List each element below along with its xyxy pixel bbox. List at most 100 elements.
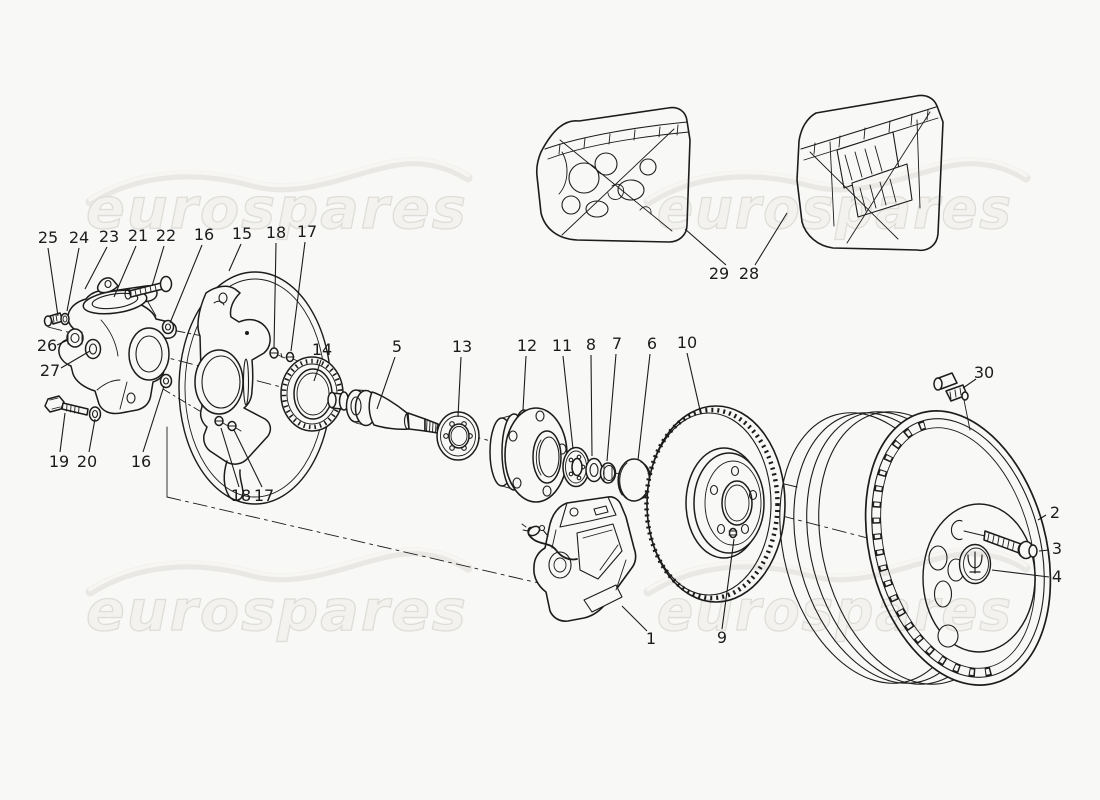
part-label-6-23: 6 (647, 334, 657, 353)
part-label-9-32: 9 (717, 628, 727, 647)
part-label-18-14: 18 (231, 486, 251, 505)
part-label-29-25: 29 (709, 264, 729, 283)
watermark-text: eurospares (86, 579, 468, 644)
leader-line-13-18 (457, 356, 462, 418)
leader-line-28-26 (754, 212, 788, 266)
part-label-30-27: 30 (974, 363, 994, 382)
wheel-bolt-drawing (963, 530, 1038, 560)
leader-line-2-28 (1037, 514, 1047, 521)
shield-screws-drawing (214, 347, 301, 432)
leader-line-15-6 (228, 243, 242, 272)
part-label-15-6: 15 (232, 224, 252, 243)
leader-line-17-15 (233, 429, 263, 488)
car-silhouette-swoosh (85, 547, 473, 597)
leader-line-29-25 (684, 228, 727, 266)
part-label-25-0: 25 (38, 228, 58, 247)
part-label-5-17: 5 (392, 337, 402, 356)
leader-line-22-4 (151, 245, 165, 287)
parts-bag-29-drawing (535, 106, 691, 243)
watermark-top-left: eurospares (85, 157, 473, 243)
part-label-4-30: 4 (1052, 567, 1062, 586)
part-label-19-11: 19 (49, 452, 69, 471)
washer-20-drawing (88, 406, 102, 422)
grease-cap-drawing (617, 458, 652, 502)
part-label-11-20: 11 (552, 336, 572, 355)
watermark-text: eurospares (657, 579, 1013, 644)
pad-wear-sensor-wire (521, 523, 578, 561)
part-label-24-1: 24 (69, 228, 89, 247)
part-label-20-12: 20 (77, 452, 97, 471)
bolt-19-drawing (44, 395, 89, 416)
stub-axle-drawing (327, 389, 444, 435)
leader-line-17-8 (290, 241, 306, 352)
part-label-16-13: 16 (131, 452, 151, 471)
leader-line-8-21 (590, 354, 593, 457)
brake-disc-drawing (644, 405, 786, 603)
wheel-stud-9-drawing (728, 527, 738, 539)
part-label-13-18: 13 (452, 337, 472, 356)
part-label-2-28: 2 (1050, 503, 1060, 522)
hub-drawing (489, 407, 568, 503)
tyre-valve-drawing (933, 372, 971, 431)
dust-shield-drawing (178, 271, 332, 505)
leader-line-19-11 (59, 412, 66, 453)
washer-16-upper-drawing (161, 319, 175, 335)
part-label-10-24: 10 (677, 333, 697, 352)
fitting-25-24-drawing (43, 312, 70, 327)
bearing-13-drawing (436, 411, 480, 461)
part-label-7-22: 7 (612, 334, 622, 353)
leader-line-3-29 (1038, 549, 1050, 552)
part-label-8-21: 8 (586, 335, 596, 354)
nut-7-drawing (599, 462, 617, 484)
leader-line-12-19 (522, 355, 527, 411)
leader-line-23-2 (84, 246, 108, 290)
leader-line-9-32 (721, 538, 735, 630)
leader-line-11-20 (562, 355, 574, 450)
part-label-28-26: 28 (739, 264, 759, 283)
watermarks: eurospares eurospares eurospares eurospa… (85, 157, 1031, 645)
leader-line-6-23 (637, 353, 651, 461)
watermark-text: eurospares (657, 177, 1013, 242)
part-label-17-8: 17 (297, 222, 317, 241)
leader-line-26-9 (56, 339, 69, 346)
watermark-bottom-left: eurospares (85, 547, 473, 645)
part-label-27-10: 27 (40, 361, 60, 380)
leader-line-27-10 (60, 350, 91, 369)
brake-caliper-drawing (521, 496, 637, 622)
car-silhouette-swoosh (85, 157, 473, 207)
watermark-bottom-right: eurospares (643, 547, 1031, 645)
steering-knuckle-drawing (43, 275, 177, 422)
washer-16-lower-drawing (159, 373, 173, 389)
part-label-22-4: 22 (156, 226, 176, 245)
leader-line-21-3 (113, 245, 137, 298)
part-label-16-5: 16 (194, 225, 214, 244)
part-label-23-2: 23 (99, 227, 119, 246)
leader-line-24-1 (66, 247, 80, 312)
bearing-11-drawing (562, 446, 590, 488)
leader-line-18-7 (273, 242, 277, 349)
part-label-14-16: 14 (312, 340, 332, 359)
seal-ring-drawing (280, 356, 344, 432)
washer-8-drawing (585, 457, 603, 483)
part-label-17-15: 17 (254, 486, 274, 505)
bolt-22-drawing (124, 275, 173, 300)
leader-line-4-30 (991, 569, 1050, 578)
leader-line-25-0 (47, 247, 59, 317)
part-label-26-9: 26 (37, 336, 57, 355)
leader-line-20-12 (88, 418, 96, 453)
trident-logo (967, 551, 983, 574)
car-silhouette-swoosh (643, 547, 1031, 597)
part-label-12-19: 12 (517, 336, 537, 355)
bracket-23-drawing (96, 277, 119, 294)
part-label-3-29: 3 (1052, 539, 1062, 558)
leader-line-18-14 (220, 427, 240, 488)
watermark-top-right: eurospares (643, 157, 1031, 243)
leader-line-14-16 (313, 359, 322, 382)
part-label-18-7: 18 (266, 223, 286, 242)
nut-26-drawing (66, 328, 84, 348)
leader-line-7-22 (606, 353, 617, 462)
leader-line-16-13 (142, 385, 165, 453)
